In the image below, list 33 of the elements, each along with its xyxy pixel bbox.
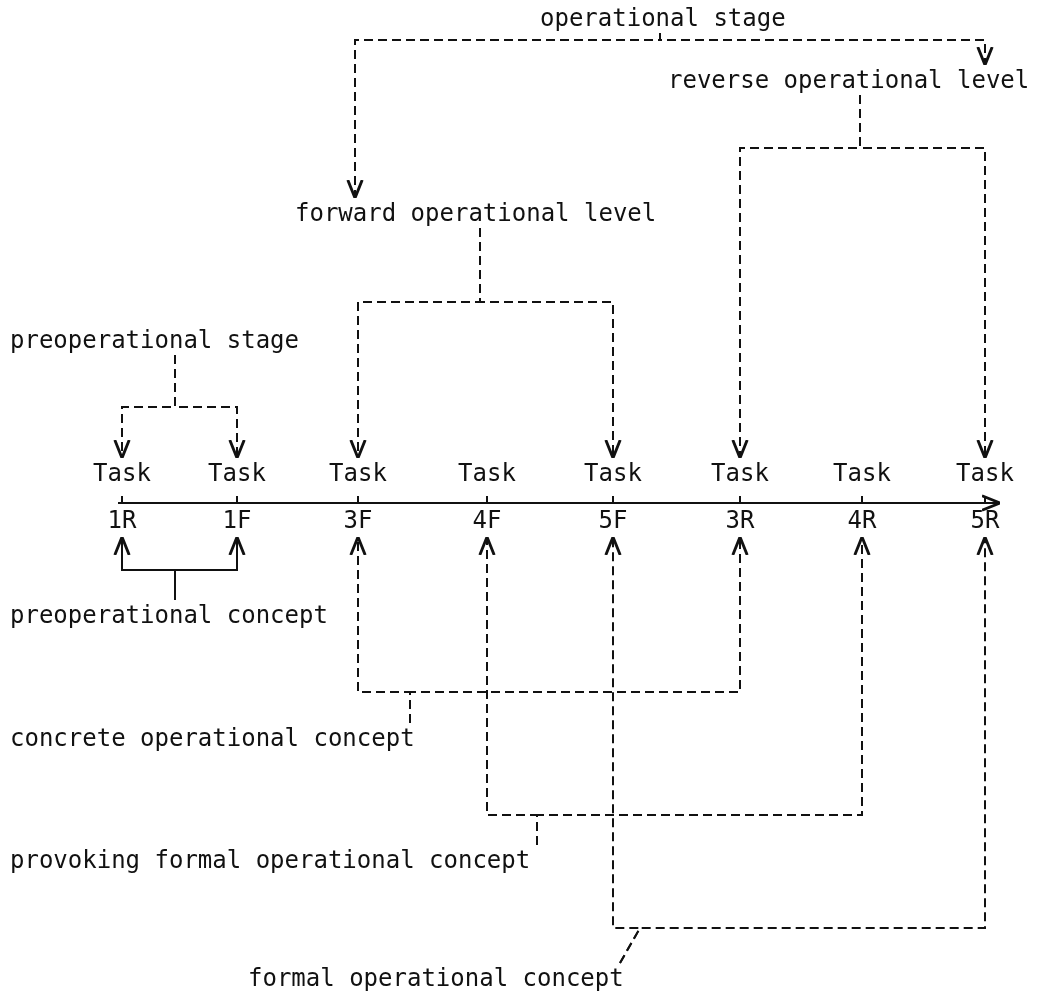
stage-label: preoperational stage — [10, 326, 299, 354]
task-code: 3R — [724, 506, 756, 534]
stage-label: operational stage — [540, 4, 786, 32]
task-label: Task — [710, 459, 770, 487]
level-label: forward operational level — [295, 199, 657, 227]
bracket-arrow — [536, 535, 871, 846]
task-label: Task — [583, 459, 643, 487]
concept-label: formal operational concept — [248, 964, 624, 992]
task-code: 1R — [106, 506, 138, 534]
concept-label: concrete operational concept — [10, 724, 415, 752]
task-code: 5R — [969, 506, 1001, 534]
task-label: Task — [955, 459, 1015, 487]
timeline-arrow — [117, 494, 1002, 512]
task-label: Task — [92, 459, 152, 487]
bracket-arrow — [409, 535, 749, 724]
bracket-arrow — [619, 535, 994, 964]
task-code: 1F — [221, 506, 253, 534]
concept-label: provoking formal operational concept — [10, 846, 531, 874]
concept-label: preoperational concept — [10, 601, 328, 629]
task-label: Task — [207, 459, 267, 487]
task-label: Task — [328, 459, 388, 487]
bracket-arrow — [174, 535, 246, 601]
task-label: Task — [457, 459, 517, 487]
task-code: 4R — [846, 506, 878, 534]
task-code: 5F — [597, 506, 629, 534]
task-code: 3F — [342, 506, 374, 534]
task-code: 4F — [471, 506, 503, 534]
bracket-arrow — [479, 227, 622, 460]
bracket-arrow — [659, 32, 994, 67]
bracket-arrow — [174, 354, 246, 460]
task-label: Task — [832, 459, 892, 487]
level-label: reverse operational level — [668, 66, 1030, 94]
bracket-arrow — [859, 94, 994, 460]
